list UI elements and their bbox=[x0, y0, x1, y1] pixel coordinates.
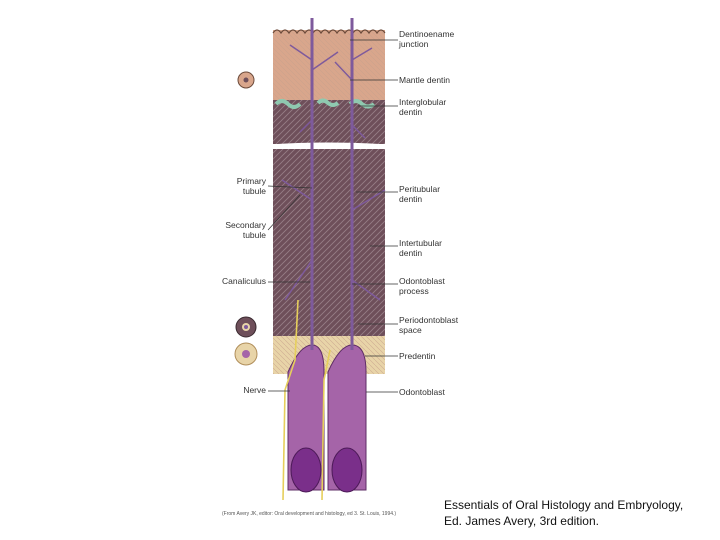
leader-lines bbox=[267, 39, 398, 393]
nerve-right bbox=[321, 349, 331, 501]
dej-scalloped-edge bbox=[272, 29, 386, 35]
nucleus-right bbox=[331, 447, 363, 493]
label-peritubular-dentin: Peritubular dentin bbox=[399, 184, 441, 204]
label-periodontoblast-space: Periodontoblast space bbox=[399, 315, 459, 335]
label-secondary-tubule: Secondary tubule bbox=[225, 220, 266, 240]
label-dej: Dentinoename junction bbox=[399, 29, 455, 49]
label-canaliculus: Canaliculus bbox=[222, 276, 266, 286]
label-primary-tubule: Primary tubule bbox=[236, 176, 266, 196]
label-predentin: Predentin bbox=[399, 351, 436, 361]
label-interglobular-dentin: Interglobular dentin bbox=[399, 97, 447, 117]
nucleus-left bbox=[290, 447, 322, 493]
figure-credit: (From Avery JK, editor: Oral development… bbox=[222, 511, 397, 517]
label-nerve: Nerve bbox=[243, 385, 266, 395]
label-mantle-dentin: Mantle dentin bbox=[399, 75, 451, 85]
caption: Essentials of Oral Histology and Embryol… bbox=[444, 498, 684, 528]
label-odontoblast-process: Odontoblast process bbox=[399, 276, 445, 296]
label-odontoblast: Odontoblast bbox=[399, 387, 445, 397]
nerve-left bbox=[282, 299, 299, 501]
process-branches bbox=[281, 44, 386, 301]
label-intertubular-dentin: Intertubular dentin bbox=[399, 238, 442, 258]
